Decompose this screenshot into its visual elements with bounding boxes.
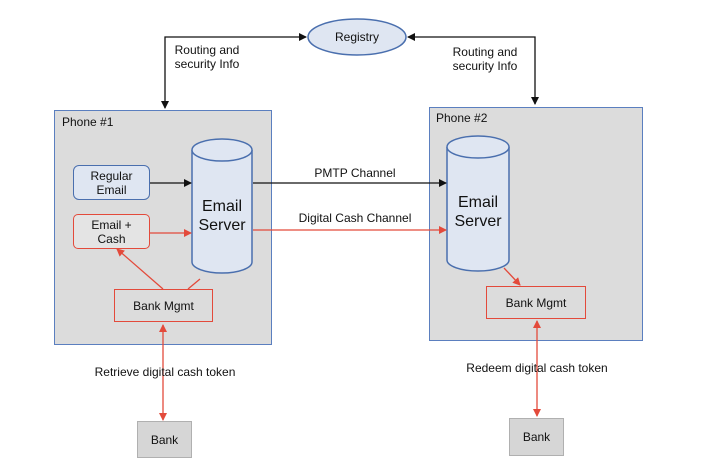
bank-left-label: Bank: [150, 432, 179, 447]
routing-right-connector: [407, 33, 539, 105]
bank-mgmt-1-label: Bank Mgmt: [133, 298, 194, 313]
email-server-2-line2: Server: [454, 213, 502, 230]
email-cash-line2: Cash: [97, 231, 126, 246]
routing-left-label: Routing and security Info: [167, 43, 247, 71]
routing-right-line1: Routing and: [452, 45, 518, 59]
routing-right-line2: security Info: [452, 59, 518, 73]
email-cash-box: Email + Cash: [73, 214, 150, 249]
routing-left-line2: security Info: [174, 57, 240, 71]
bank-mgmt-2-label: Bank Mgmt: [505, 295, 567, 310]
bank-mgmt-to-email-cash-arrow: [116, 248, 164, 290]
registry-node: [307, 18, 407, 56]
redeem-token-label: Redeem digital cash token: [466, 361, 608, 375]
email-server-2-label: Email Server: [446, 193, 510, 231]
email-server-1-line2: Server: [198, 217, 246, 234]
bank-mgmt-2-box: Bank Mgmt: [486, 286, 586, 319]
bank-right-label: Bank: [522, 430, 551, 444]
email-server-2-cylinder: [446, 135, 510, 272]
bank-mgmt-to-server-line: [187, 278, 201, 290]
email-server-1-line1: Email: [201, 198, 242, 215]
registry-label: Registry: [334, 30, 379, 44]
server-to-bank-mgmt-2-arrow: [503, 267, 521, 286]
email-server-2-line1: Email: [457, 194, 498, 211]
phone-1-title: Phone #1: [62, 115, 114, 129]
email-cash-line1: Email +: [91, 217, 132, 232]
pmtp-channel-label: PMTP Channel: [314, 166, 396, 180]
routing-right-label: Routing and security Info: [445, 45, 525, 73]
email-server-1-cylinder: [191, 138, 253, 274]
bank-right-box: Bank: [509, 418, 564, 456]
routing-left-line1: Routing and: [174, 43, 240, 57]
regular-email-line1: Regular: [90, 168, 133, 183]
routing-left-connector: [161, 33, 307, 109]
regular-email-box: Regular Email: [73, 165, 150, 200]
retrieve-token-label: Retrieve digital cash token: [94, 365, 236, 379]
bank-mgmt-1-box: Bank Mgmt: [114, 289, 213, 322]
regular-email-line2: Email: [96, 182, 127, 197]
email-server-1-label: Email Server: [190, 197, 254, 235]
bank-left-box: Bank: [137, 421, 192, 458]
digital-cash-channel-label: Digital Cash Channel: [298, 211, 412, 225]
phone-2-title: Phone #2: [436, 111, 488, 125]
